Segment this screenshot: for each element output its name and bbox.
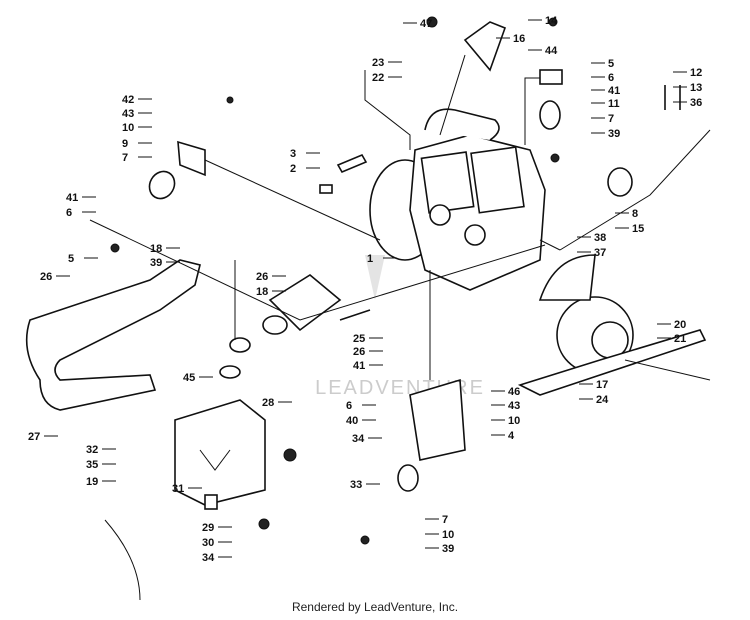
callout-14: 14 [545, 15, 558, 27]
callout-38: 38 [594, 232, 606, 244]
callout-4: 4 [508, 430, 515, 442]
callout-35: 35 [86, 459, 98, 471]
callout-46: 46 [508, 386, 520, 398]
callout-5: 5 [68, 253, 74, 265]
callout-34: 34 [352, 433, 365, 445]
callout-21: 21 [674, 333, 686, 345]
callout-2: 2 [290, 163, 296, 175]
footer-credit: Rendered by LeadVenture, Inc. [291, 600, 459, 614]
rubber-mount [397, 464, 419, 492]
exhaust-pipe [25, 259, 342, 411]
callout-25: 25 [353, 333, 365, 345]
drive-clutch [517, 254, 707, 396]
callout-29: 29 [202, 522, 214, 534]
callout-7: 7 [442, 514, 448, 526]
watermark-logo-icon [365, 255, 385, 300]
callout-41: 41 [353, 360, 365, 372]
engine-bracket [539, 69, 563, 85]
callout-26: 26 [256, 271, 268, 283]
callout-43: 43 [508, 400, 520, 412]
rubber-mount [539, 100, 561, 130]
callout-44: 44 [545, 45, 558, 57]
callout-26: 26 [353, 346, 365, 358]
exhaust-manifold [268, 274, 342, 332]
callout-19: 19 [86, 476, 98, 488]
clutch-bolt [624, 359, 711, 381]
callout-20: 20 [674, 319, 686, 331]
callout-45: 45 [183, 372, 195, 384]
leader-lines [89, 54, 711, 601]
callout-1: 1 [367, 253, 373, 265]
callout-12: 12 [690, 67, 702, 79]
rubber-mount [148, 170, 176, 200]
callout-34: 34 [202, 552, 215, 564]
callout-22: 22 [372, 72, 384, 84]
callout-41: 41 [66, 192, 78, 204]
callout-9: 9 [122, 138, 128, 150]
callout-16: 16 [513, 33, 525, 45]
callout-15: 15 [632, 223, 644, 235]
callout-6: 6 [608, 72, 614, 84]
callout-23: 23 [372, 57, 384, 69]
callout-36: 36 [690, 97, 702, 109]
callout-39: 39 [608, 128, 620, 140]
callout-41: 41 [608, 85, 620, 97]
muffler [174, 399, 266, 506]
callout-7: 7 [122, 152, 128, 164]
callout-10: 10 [122, 122, 134, 134]
callout-26: 26 [40, 271, 52, 283]
callout-17: 17 [596, 379, 608, 391]
callout-24: 24 [596, 394, 609, 406]
callout-37: 37 [594, 247, 606, 259]
callout-28: 28 [262, 397, 274, 409]
engine [369, 108, 561, 291]
callout-11: 11 [608, 98, 620, 110]
callout-27: 27 [28, 431, 40, 443]
callout-30: 30 [202, 537, 214, 549]
muffler-logo-icon [199, 449, 231, 471]
callout-47: 47 [420, 18, 432, 30]
front-mount-plate [409, 378, 466, 461]
callout-10: 10 [442, 529, 454, 541]
callout-10: 10 [508, 415, 520, 427]
callout-31: 31 [172, 483, 184, 495]
callout-39: 39 [150, 257, 162, 269]
damper [607, 167, 633, 197]
callout-42: 42 [122, 94, 134, 106]
callout-18: 18 [150, 243, 162, 255]
callout-32: 32 [86, 444, 98, 456]
callout-8: 8 [632, 208, 638, 220]
hardware [110, 16, 681, 545]
callout-7: 7 [608, 113, 614, 125]
callout-6: 6 [66, 207, 72, 219]
callout-43: 43 [122, 108, 134, 120]
callout-3: 3 [290, 148, 296, 160]
callout-18: 18 [256, 286, 268, 298]
recoil-cover [463, 21, 507, 72]
callout-5: 5 [608, 58, 614, 70]
callout-6: 6 [346, 400, 352, 412]
callout-33: 33 [350, 479, 362, 491]
mount-bracket [177, 140, 206, 177]
callout-13: 13 [690, 82, 702, 94]
gasket [219, 365, 241, 379]
callout-39: 39 [442, 543, 454, 555]
callout-40: 40 [346, 415, 358, 427]
